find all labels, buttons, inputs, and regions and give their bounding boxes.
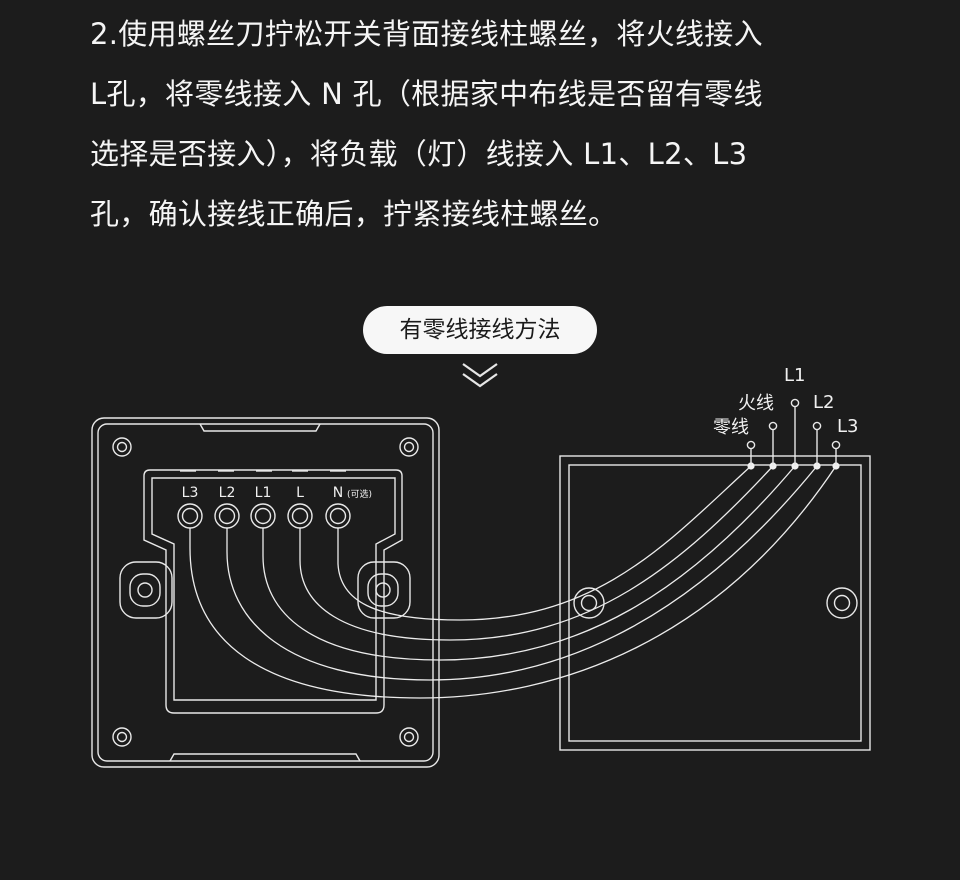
screw-hole-icon xyxy=(112,437,132,457)
label-live-wire: 火线 xyxy=(738,393,774,414)
terminal-screw-icon xyxy=(287,503,313,529)
label-neutral-wire: 零线 xyxy=(713,417,749,438)
wire-l1 xyxy=(262,465,796,661)
mounting-slot-icon xyxy=(119,561,173,619)
wire-l2 xyxy=(226,465,818,681)
wire-leads xyxy=(746,398,841,466)
terminal-label-l: L xyxy=(296,485,304,501)
chevron-down-icon xyxy=(462,363,498,388)
screw-hole-icon xyxy=(826,587,858,619)
terminal-screw-icon xyxy=(250,503,276,529)
terminal-screw-icon xyxy=(325,503,351,529)
terminal-label-l1: L1 xyxy=(255,485,272,501)
neutral-optional-note: (可选) xyxy=(347,488,372,500)
instruction-line: 2.使用螺丝刀拧松开关背面接线柱螺丝，将火线接入 xyxy=(90,17,763,51)
screw-hole-icon xyxy=(112,727,132,747)
mounting-slot-icon xyxy=(357,561,411,619)
label-l3-wire: L3 xyxy=(837,416,858,437)
instruction-line: 孔，确认接线正确后，拧紧接线柱螺丝。 xyxy=(90,197,618,231)
switch-inner-body xyxy=(143,469,403,714)
instruction-line: 选择是否接入），将负载（灯）线接入 L1、L2、L3 xyxy=(90,137,748,171)
instruction-text: 2.使用螺丝刀拧松开关背面接线柱螺丝，将火线接入 L孔，将零线接入 N 孔（根据… xyxy=(90,4,880,244)
instruction-line: L孔，将零线接入 N 孔（根据家中布线是否留有零线 xyxy=(90,77,763,111)
wire-l3 xyxy=(189,465,837,699)
terminal-screw-icon xyxy=(214,503,240,529)
terminal-label-l3: L3 xyxy=(182,485,199,501)
screw-hole-icon xyxy=(399,727,419,747)
junction-box xyxy=(559,455,871,751)
wire-neutral xyxy=(337,465,752,621)
method-label-pill: 有零线接线方法 xyxy=(363,306,597,354)
terminal-label-n: N xyxy=(333,485,343,501)
screw-hole-icon xyxy=(573,587,605,619)
screw-hole-icon xyxy=(399,437,419,457)
switch-back-panel xyxy=(91,417,440,768)
terminal-screw-icon xyxy=(177,503,203,529)
connection-dots xyxy=(747,462,840,470)
label-l1-wire: L1 xyxy=(784,365,805,386)
label-l2-wire: L2 xyxy=(813,392,834,413)
wire-live xyxy=(299,465,774,641)
terminal-label-l2: L2 xyxy=(219,485,236,501)
